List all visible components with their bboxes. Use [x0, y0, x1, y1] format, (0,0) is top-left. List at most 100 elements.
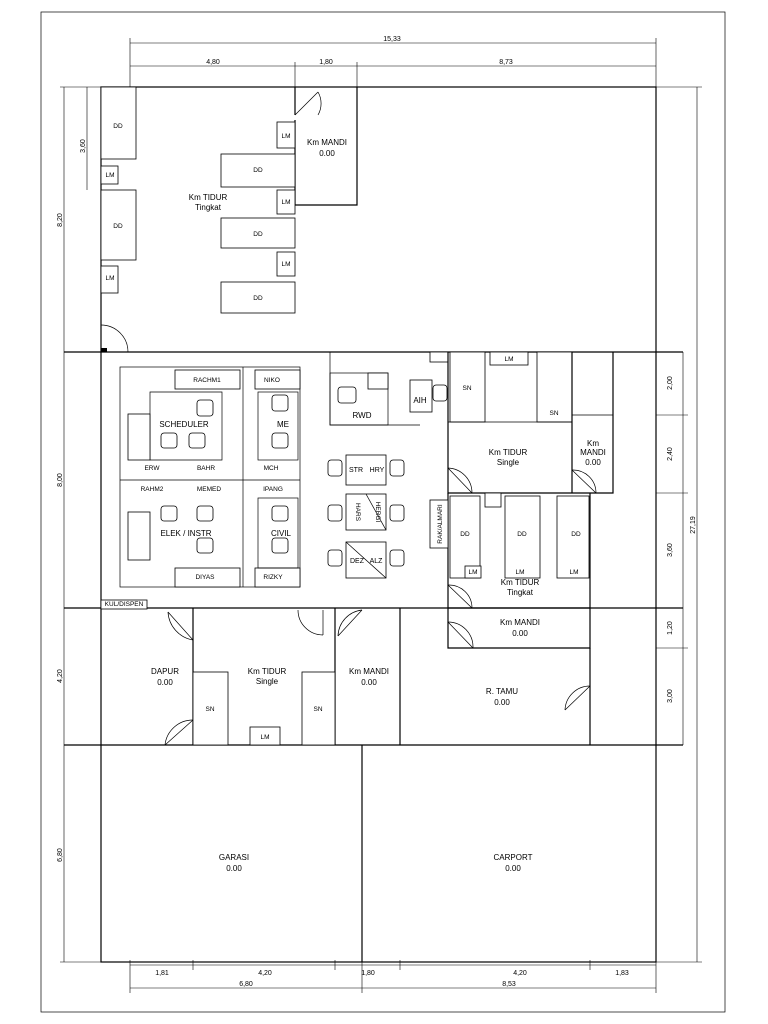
svg-text:ELEK / INSTR: ELEK / INSTR — [160, 529, 211, 538]
svg-text:CIVIL: CIVIL — [271, 529, 292, 538]
svg-text:LM: LM — [504, 356, 513, 363]
room-labels: Km TIDUR Tingkat Km MANDI 0.00 RWD AIH K… — [151, 138, 606, 873]
svg-text:LM: LM — [569, 569, 578, 576]
svg-text:ME: ME — [277, 420, 289, 429]
svg-text:4,20: 4,20 — [258, 970, 272, 977]
bed — [220, 217, 296, 249]
svg-text:RAHM2: RAHM2 — [141, 486, 164, 493]
svg-text:SN: SN — [549, 410, 558, 417]
svg-text:1,80: 1,80 — [361, 970, 375, 977]
svg-text:RIZKY: RIZKY — [263, 574, 283, 581]
svg-text:BAHR: BAHR — [197, 465, 215, 472]
svg-text:MCH: MCH — [264, 465, 279, 472]
svg-text:LM: LM — [468, 569, 477, 576]
room-name: Km MANDI — [500, 618, 540, 627]
office-area — [119, 351, 449, 588]
locker — [489, 351, 529, 366]
room-name: Km — [587, 439, 599, 448]
office-labels: RACHM1 NIKO SCHEDULER ME ERW BAHR MCH RA… — [141, 377, 385, 581]
room-name: MANDI — [580, 448, 606, 457]
bed — [504, 495, 541, 579]
room-name: DAPUR — [151, 667, 179, 676]
svg-text:DD: DD — [460, 531, 470, 538]
svg-text:LM: LM — [281, 199, 290, 206]
room-name: GARASI — [219, 853, 249, 862]
bed — [100, 86, 137, 160]
svg-text:STR: STR — [349, 467, 363, 474]
svg-text:IPANG: IPANG — [263, 486, 283, 493]
svg-text:1,83: 1,83 — [615, 970, 629, 977]
locker — [276, 121, 296, 149]
svg-text:DIYAS: DIYAS — [195, 574, 215, 581]
dimension-lines — [60, 38, 702, 993]
svg-text:DEZ: DEZ — [350, 558, 365, 565]
svg-text:15,33: 15,33 — [383, 36, 401, 43]
bed — [220, 153, 296, 188]
svg-text:8,73: 8,73 — [499, 59, 513, 66]
room-area: 0.00 — [361, 678, 377, 687]
svg-text:8,00: 8,00 — [57, 473, 64, 487]
svg-text:1,81: 1,81 — [155, 970, 169, 977]
room-area: 0.00 — [319, 149, 335, 158]
bed — [449, 495, 481, 579]
room-sub: Tingkat — [507, 588, 534, 597]
svg-text:HARS: HARS — [354, 503, 361, 522]
svg-text:3,60: 3,60 — [80, 139, 87, 153]
svg-text:DD: DD — [571, 531, 581, 538]
room-name: CARPORT — [494, 853, 533, 862]
svg-text:DD: DD — [113, 123, 123, 130]
svg-text:LM: LM — [105, 172, 114, 179]
svg-text:8,53: 8,53 — [502, 981, 516, 988]
svg-text:HRY: HRY — [370, 467, 385, 474]
bed — [220, 281, 296, 314]
room-name: Km TIDUR — [248, 667, 287, 676]
svg-text:2,40: 2,40 — [667, 447, 674, 461]
svg-text:3,00: 3,00 — [667, 689, 674, 703]
svg-text:6,80: 6,80 — [57, 848, 64, 862]
svg-text:SN: SN — [313, 706, 322, 713]
svg-text:LM: LM — [515, 569, 524, 576]
wardrobe — [449, 351, 486, 423]
wardrobe — [192, 671, 229, 746]
svg-text:1,20: 1,20 — [667, 621, 674, 635]
svg-text:4,80: 4,80 — [206, 59, 220, 66]
room-name: Km TIDUR — [189, 193, 228, 202]
locker — [100, 165, 119, 185]
locker — [464, 565, 482, 579]
svg-text:DD: DD — [113, 223, 123, 230]
room-sub: Single — [256, 677, 279, 686]
svg-text:LM: LM — [105, 275, 114, 282]
room-name: Km TIDUR — [489, 448, 528, 457]
svg-text:DD: DD — [517, 531, 527, 538]
furniture-labels: DD DD DD DD DD LM LM LM LM LM LM SN SN D… — [105, 123, 581, 741]
svg-text:RAK/ALMARI: RAK/ALMARI — [437, 504, 444, 544]
room-area: 0.00 — [505, 864, 521, 873]
room-area: 0.00 — [585, 458, 601, 467]
bed — [100, 189, 137, 261]
svg-text:SN: SN — [205, 706, 214, 713]
svg-text:8,20: 8,20 — [57, 213, 64, 227]
page-frame — [40, 11, 726, 1013]
svg-text:SCHEDULER: SCHEDULER — [159, 420, 209, 429]
svg-text:3,60: 3,60 — [667, 543, 674, 557]
svg-text:HERGI: HERGI — [374, 502, 381, 523]
room-name: Km MANDI — [307, 138, 347, 147]
room-name: AIH — [413, 396, 427, 405]
svg-text:DD: DD — [253, 167, 263, 174]
svg-text:MEMED: MEMED — [197, 486, 222, 493]
svg-text:2,00: 2,00 — [667, 376, 674, 390]
svg-text:LM: LM — [281, 261, 290, 268]
svg-text:1,80: 1,80 — [319, 59, 333, 66]
room-sub: Single — [497, 458, 520, 467]
bed — [556, 495, 590, 579]
room-name: RWD — [353, 411, 372, 420]
locker — [276, 251, 296, 277]
locker — [276, 189, 296, 215]
svg-text:ALZ: ALZ — [370, 558, 384, 565]
svg-text:27,19: 27,19 — [690, 516, 697, 534]
room-sub: Tingkat — [195, 203, 222, 212]
svg-text:DD: DD — [253, 295, 263, 302]
room-area: 0.00 — [157, 678, 173, 687]
top-bedroom — [100, 86, 358, 353]
